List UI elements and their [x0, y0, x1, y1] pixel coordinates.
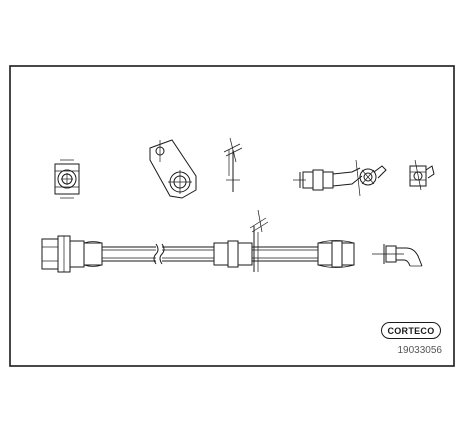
brake-hose-icon [41, 209, 355, 273]
drawing-frame [9, 65, 455, 367]
part-number: 19033056 [397, 345, 443, 356]
banjo-fitting-icon [293, 159, 387, 197]
banjo-bolt-icon [409, 159, 435, 191]
mounting-bracket-icon [149, 139, 197, 199]
hex-nut-fitting-icon [54, 159, 80, 199]
retaining-clip-icon [223, 137, 243, 192]
brand-logo: CORTECO [381, 322, 441, 339]
hose-end-bend-icon [372, 244, 423, 267]
